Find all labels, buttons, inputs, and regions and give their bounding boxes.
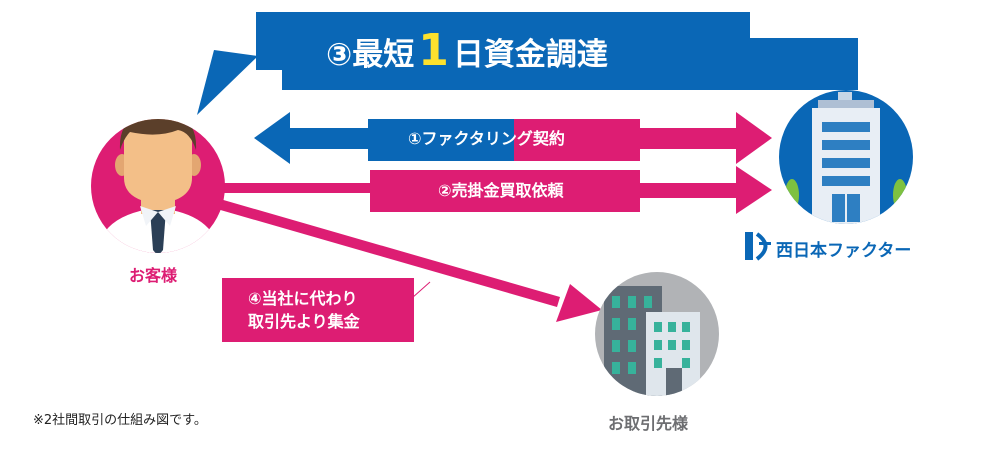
step3-prefix: ③最短 xyxy=(326,37,415,73)
step4-label: ④当社に代わり 取引先より集金 xyxy=(248,287,360,333)
step2-label: ②売掛金買取依頼 xyxy=(438,181,564,200)
step1-label: ①ファクタリング契約 xyxy=(408,129,565,148)
step1-double-arrow xyxy=(254,112,772,164)
company-name: 西日本ファクター xyxy=(776,241,912,261)
customer-icon xyxy=(91,119,225,253)
customer-label: お客様 xyxy=(129,266,178,285)
company-logo-icon xyxy=(745,232,771,261)
step4-line1: ④当社に代わり xyxy=(248,289,358,308)
step4-line2: 取引先より集金 xyxy=(248,312,360,331)
step3-highlight: 1 xyxy=(418,25,449,76)
client-buildings-icon xyxy=(595,272,719,396)
footnote: ※2社間取引の仕組み図です。 xyxy=(33,413,207,428)
step4-arrow xyxy=(217,199,602,342)
step3-suffix: 日資金調達 xyxy=(452,37,608,73)
step3-arrow xyxy=(197,12,858,115)
client-label: お取引先様 xyxy=(608,414,689,433)
step2-arrow xyxy=(224,166,772,214)
company-building-icon xyxy=(779,90,913,224)
